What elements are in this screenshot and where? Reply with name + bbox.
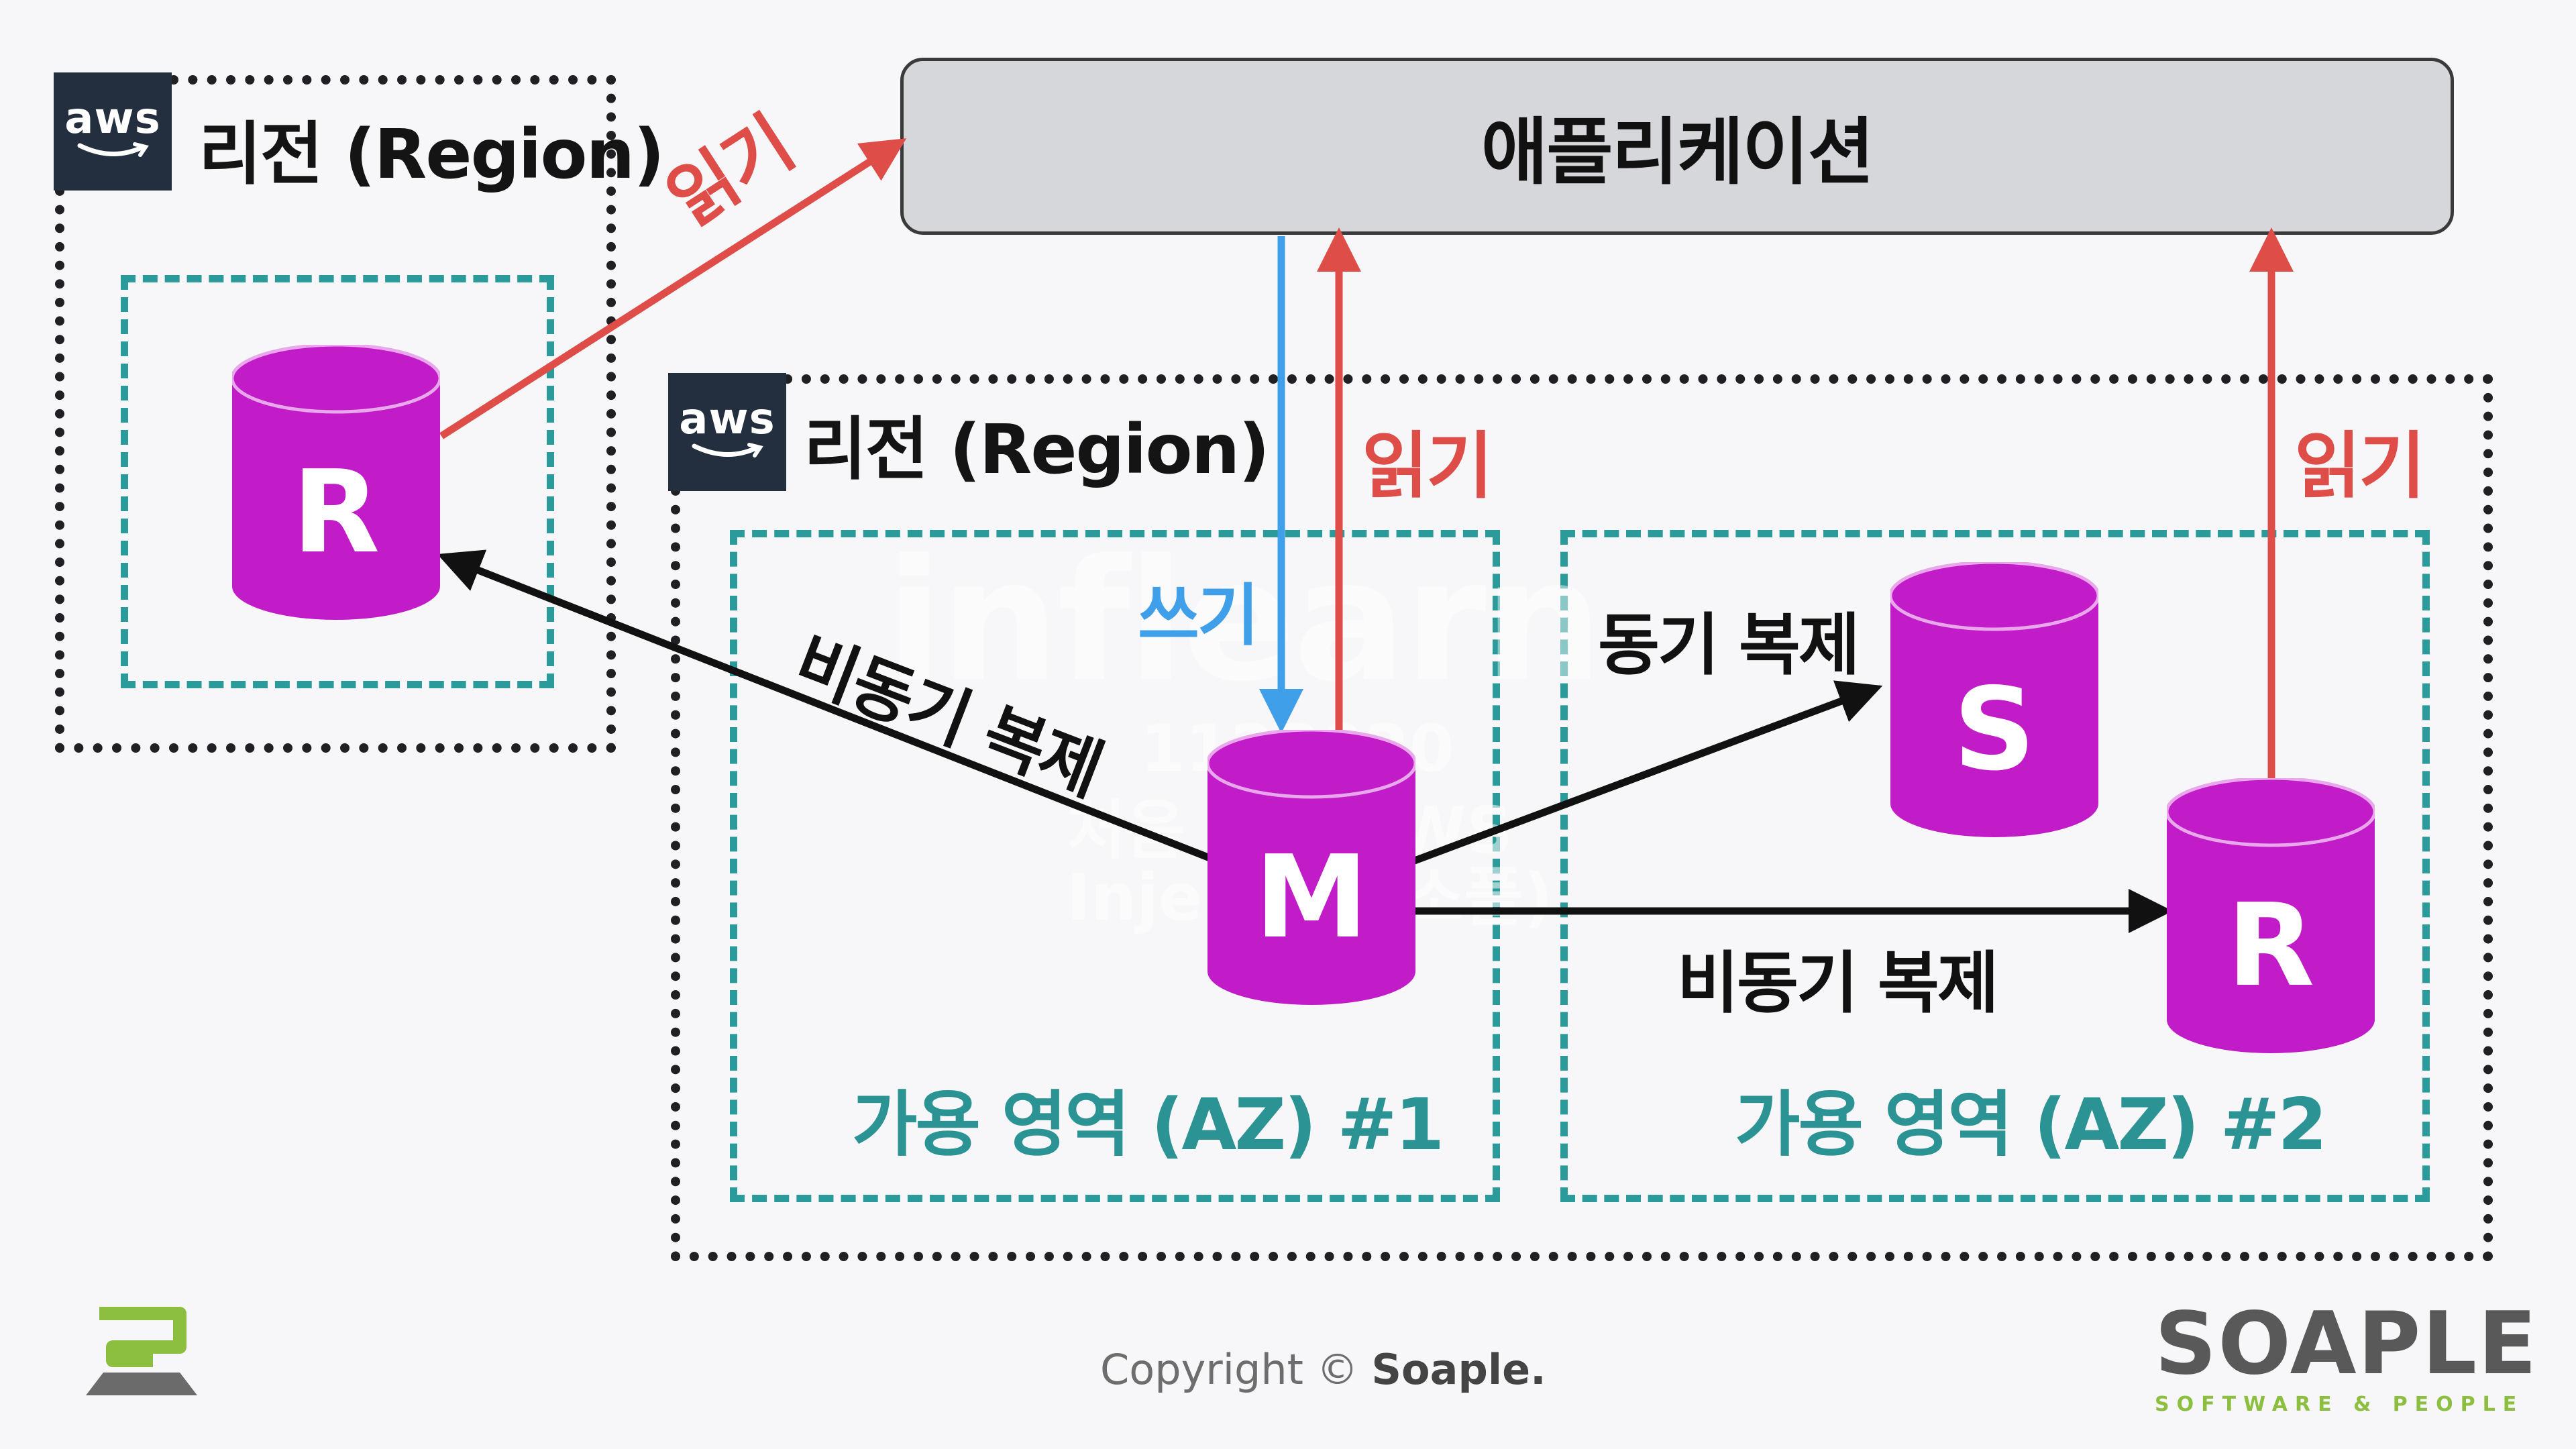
region-main-label: 리전 (Region) [804, 410, 1270, 490]
region-left-label: 리전 (Region) [199, 115, 665, 195]
read-label-master: 읽기 [1362, 425, 1493, 508]
availability-zone-1-label: 가용 영역 (AZ) #1 [852, 1083, 1444, 1166]
database-master: M [1208, 730, 1415, 1005]
sync-replication-label: 동기 복제 [1598, 606, 1860, 684]
copyright-prefix: Copyright © [1100, 1345, 1372, 1394]
copyright-brand: Soaple. [1371, 1345, 1546, 1394]
region-left-inner-zone [121, 275, 554, 688]
read-arrow-remote [439, 138, 907, 439]
application-box: 애플리케이션 [900, 58, 2454, 235]
copyright-text: Copyright © Soaple. [1100, 1345, 1546, 1394]
database-letter: M [1254, 831, 1368, 964]
async-replication-local-label: 비동기 복제 [1677, 944, 1999, 1022]
async-replication-cross-region-arrow [437, 549, 1214, 863]
soaple-tagline: SOFTWARE & PEOPLE [2155, 1393, 2524, 1416]
database-cylinder-icon [2167, 778, 2375, 1053]
database-cylinder-icon [232, 345, 440, 620]
soaple-brand: SOAPLE SOFTWARE & PEOPLE [2155, 1294, 2538, 1417]
read-label-replica: 읽기 [2294, 425, 2426, 508]
database-cylinder-icon [1208, 730, 1415, 1005]
soaple-wordmark: SOAPLE [2155, 1294, 2538, 1394]
region-main-border [671, 374, 2493, 1261]
database-remote-replica: R [232, 345, 440, 620]
database-local-replica: R [2167, 778, 2375, 1053]
application-label: 애플리케이션 [1481, 111, 1874, 195]
database-standby: S [1890, 562, 2098, 837]
database-letter: R [292, 446, 380, 579]
sync-replication-arrow [1411, 680, 1883, 865]
database-letter: R [2226, 879, 2315, 1012]
aws-logo-icon: aws [668, 373, 786, 491]
availability-zone-2 [1560, 530, 2430, 1202]
database-cylinder-icon [1890, 562, 2098, 837]
soaple-logo-icon [86, 1307, 197, 1395]
availability-zone-2-label: 가용 영역 (AZ) #2 [1735, 1083, 2327, 1166]
watermark-logo: inflearn [885, 523, 1603, 718]
aws-badge-text: aws [679, 394, 775, 444]
database-letter: S [1953, 663, 2036, 796]
region-left-border [55, 75, 616, 753]
aws-logo-icon: aws [54, 72, 172, 191]
write-label: 쓰기 [1138, 576, 1259, 655]
aws-badge-text: aws [64, 94, 161, 144]
availability-zone-1 [730, 530, 1500, 1202]
